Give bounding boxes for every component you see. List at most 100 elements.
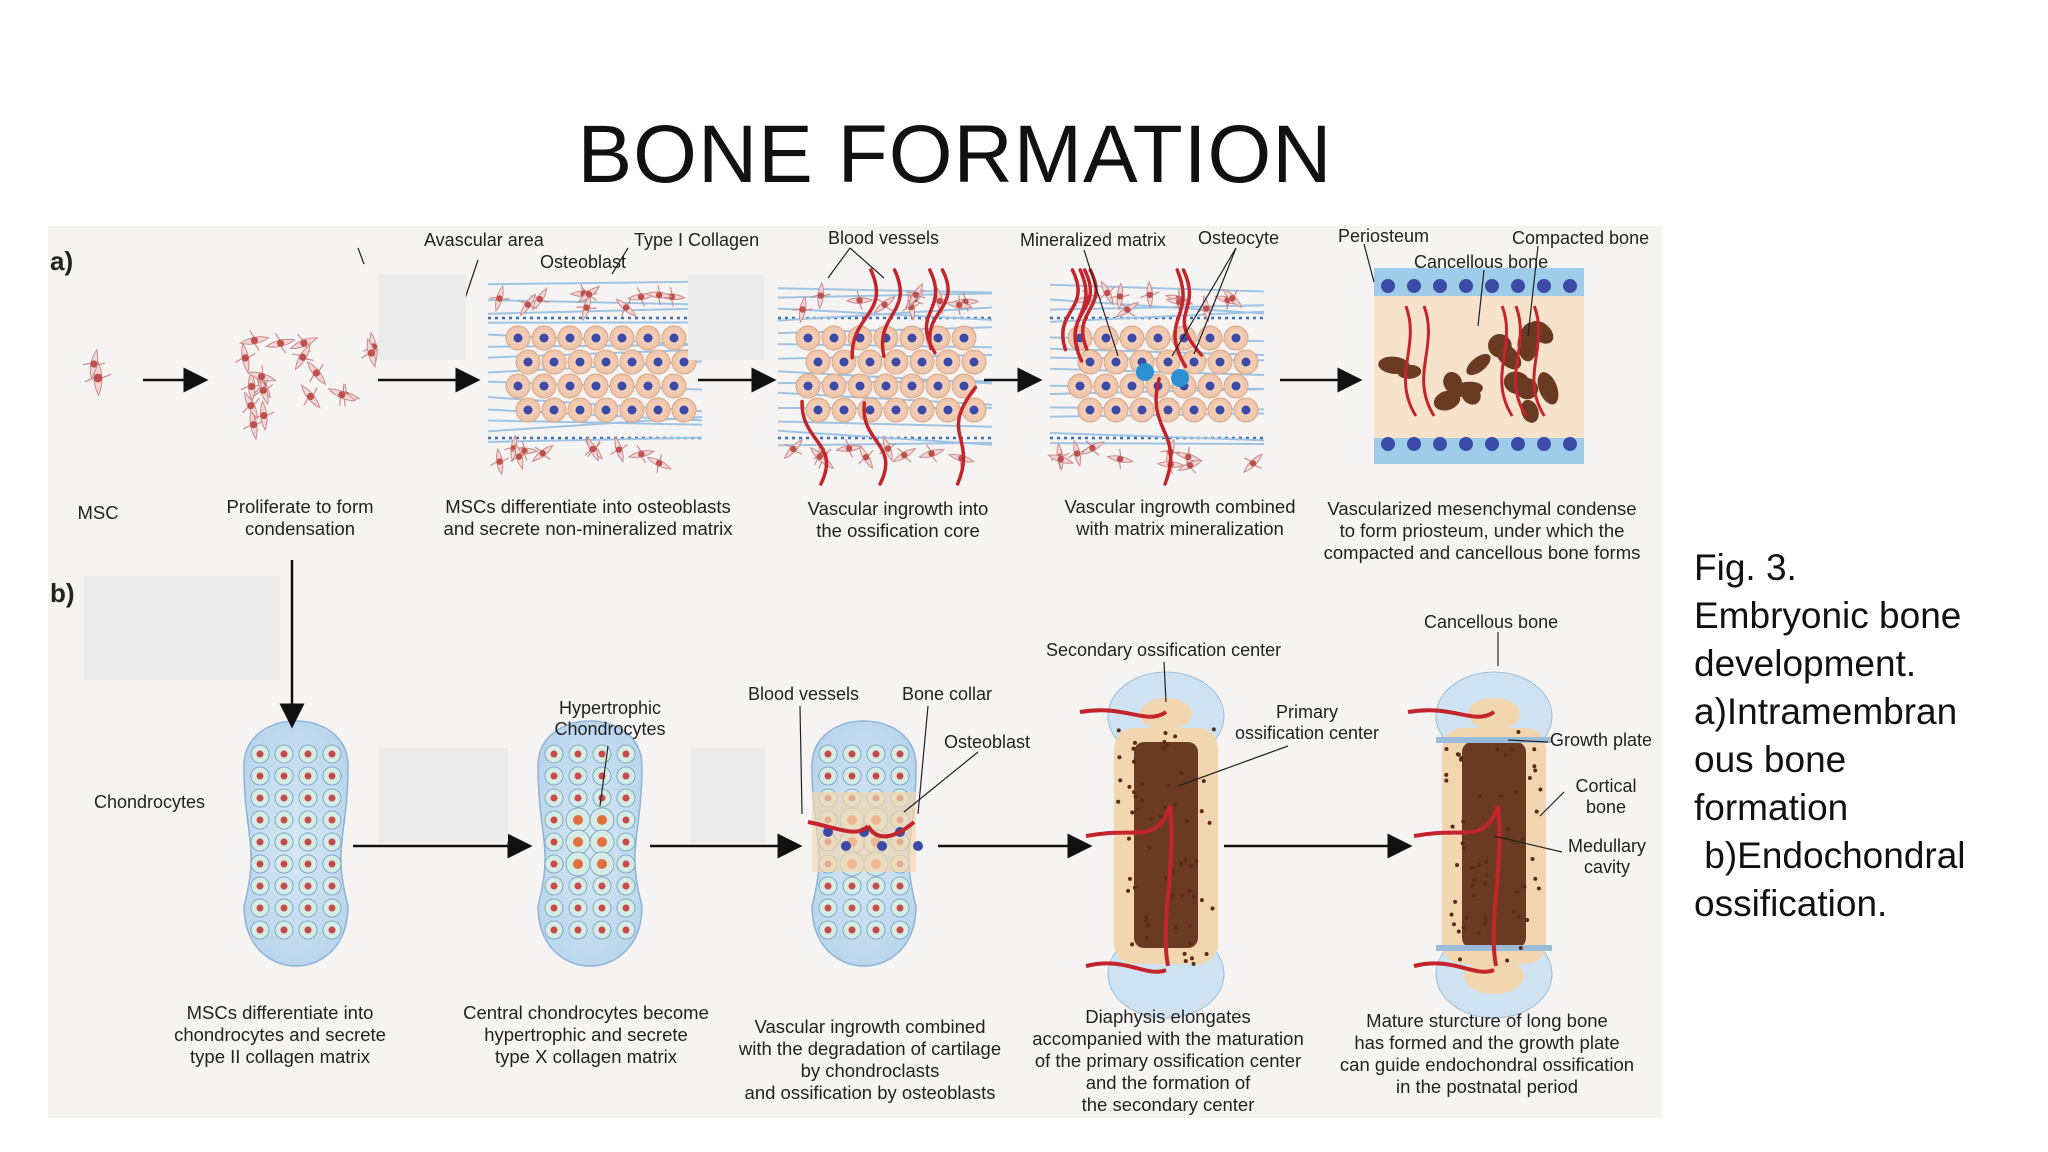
- trabecula-dot: [1133, 794, 1138, 799]
- nucleus: [304, 904, 312, 912]
- blood-vessel: [1407, 708, 1496, 719]
- label-compacted-bone: Compacted bone: [1512, 228, 1650, 248]
- nucleus: [256, 750, 264, 758]
- trabecula-dot: [1164, 742, 1169, 747]
- trabecula-dot: [1126, 888, 1131, 893]
- trabecula-dot: [1130, 810, 1135, 815]
- nucleus: [304, 882, 312, 890]
- msc-cell: [1177, 456, 1204, 474]
- trabecula-dot: [1183, 858, 1188, 863]
- nucleus: [328, 794, 336, 802]
- trabecula-dot: [1199, 898, 1204, 903]
- nucleus: [669, 333, 679, 343]
- stage-a-5: [1047, 268, 1265, 486]
- figure-caption-line: development.: [1694, 643, 1917, 684]
- nucleus: [917, 357, 927, 367]
- msc-cell: [1243, 453, 1263, 474]
- stage-b-1: [243, 720, 349, 967]
- msc-cell: [489, 284, 510, 313]
- nucleus: [573, 815, 583, 825]
- collagen-fiber: [487, 307, 703, 315]
- collagen-fiber: [1049, 283, 1265, 293]
- trabecula-dot: [1127, 876, 1132, 881]
- nucleus: [839, 357, 849, 367]
- pointer-line: [599, 745, 609, 807]
- trabecula-dot: [1188, 941, 1193, 946]
- trabecula-dot: [1199, 809, 1204, 814]
- nucleus: [598, 750, 606, 758]
- msc-cell: [576, 294, 597, 322]
- blood-vessel: [807, 820, 916, 839]
- label-type-i-collagen: Type I Collagen: [634, 230, 760, 250]
- pointer-line: [1539, 791, 1565, 817]
- trabecula-dot: [1518, 945, 1523, 950]
- nucleus: [550, 750, 558, 758]
- trabecula-dot: [1482, 921, 1487, 926]
- pointer-line: [799, 705, 803, 815]
- collagen-fiber: [1049, 442, 1265, 445]
- nucleus: [598, 882, 606, 890]
- periosteal-cell: [1511, 437, 1525, 451]
- nucleus: [256, 772, 264, 780]
- msc-cell: [646, 453, 672, 473]
- msc-cell: [1047, 449, 1075, 470]
- nucleus: [1205, 381, 1215, 391]
- nucleus: [601, 405, 611, 415]
- nucleus: [1111, 405, 1121, 415]
- msc-cell: [1222, 288, 1243, 309]
- nucleus: [550, 904, 558, 912]
- msc-cell: [615, 298, 637, 317]
- msc-cell: [300, 384, 321, 409]
- nucleus: [959, 333, 969, 343]
- blood-vessel: [850, 268, 879, 360]
- msc-cell: [858, 445, 874, 470]
- trabecula-dot: [1131, 746, 1136, 751]
- nucleus: [653, 357, 663, 367]
- trabecula-dot: [1453, 899, 1458, 904]
- trabecula-dot: [1533, 876, 1538, 881]
- nucleus: [896, 750, 904, 758]
- trabecula-dot: [1182, 951, 1187, 956]
- msc-cell: [243, 409, 265, 441]
- trabecula-dot: [1532, 747, 1537, 752]
- nucleus: [1241, 405, 1251, 415]
- blood-vessel: [1079, 708, 1168, 719]
- msc-cell: [1110, 282, 1130, 311]
- blood-vessel: [800, 399, 829, 486]
- nucleus: [513, 381, 523, 391]
- msc-cell: [792, 295, 813, 324]
- trabecula-dot: [1444, 747, 1449, 752]
- periosteal-cell: [1485, 437, 1499, 451]
- nucleus: [550, 816, 558, 824]
- trabecula-dot: [1173, 925, 1178, 930]
- nucleus: [679, 357, 689, 367]
- cancellous-trabecula: [1537, 372, 1559, 405]
- stage-a-6: [1374, 268, 1584, 464]
- pointer-line: [1493, 835, 1563, 853]
- slide-title: BONE FORMATION: [577, 109, 1333, 200]
- nucleus: [539, 381, 549, 391]
- nucleus: [829, 381, 839, 391]
- msc-cell: [234, 342, 256, 374]
- cancellous-trabecula: [1466, 354, 1491, 376]
- trabecula-dot: [1455, 862, 1460, 867]
- trabecula-dot: [1164, 875, 1169, 880]
- nucleus: [848, 882, 856, 890]
- blood-vessel: [1413, 805, 1502, 967]
- nucleus: [550, 860, 558, 868]
- nucleus: [1085, 357, 1095, 367]
- msc-cell: [610, 436, 628, 463]
- nucleus: [574, 772, 582, 780]
- blank-patch: [378, 274, 466, 360]
- nucleus: [896, 882, 904, 890]
- periosteal-cell: [1407, 437, 1421, 451]
- blood-vessel: [955, 385, 978, 486]
- nucleus: [1189, 405, 1199, 415]
- nucleus: [513, 333, 523, 343]
- trabecula-dot: [1472, 893, 1477, 898]
- nucleus: [824, 904, 832, 912]
- trabecula-dot: [1534, 809, 1539, 814]
- cancellous-trabecula: [1397, 364, 1422, 379]
- trabecula-dot: [1130, 942, 1135, 947]
